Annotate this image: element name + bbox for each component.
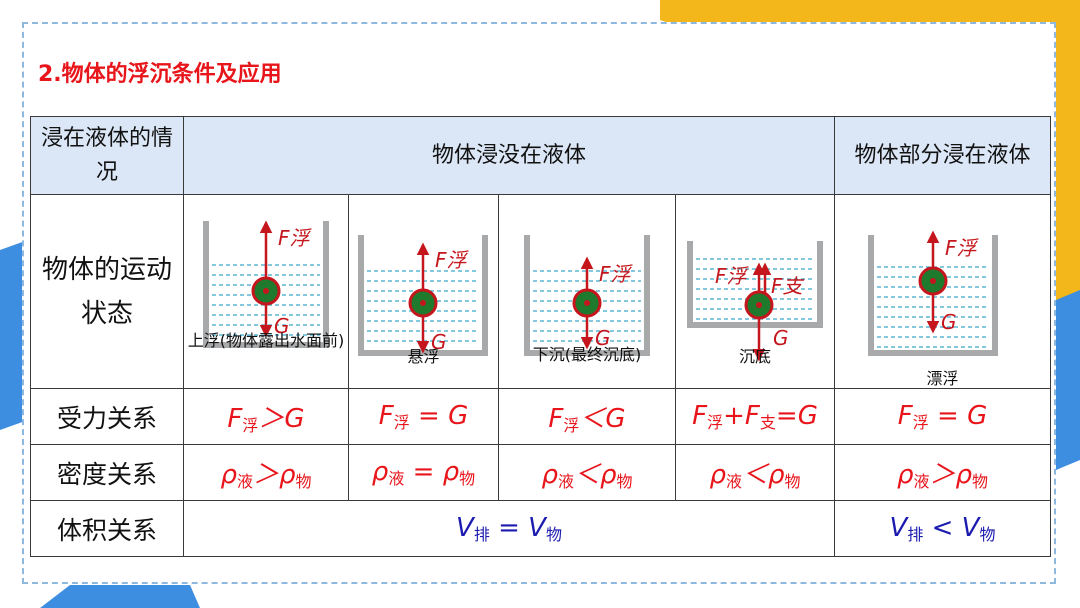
density-cell: ρ液＜ρ物 [674,444,836,501]
force-cell: F浮+F支=G [674,388,836,445]
ball-center [756,302,762,308]
beaker-outline [524,235,650,356]
table-row-force: 受力关系 F浮＞G F浮 = G F浮＜G F浮+F支=G F浮 = G [30,388,1052,445]
buoyant-force-label: F浮 [599,262,634,286]
ball-center [584,300,590,306]
header-partial: 物体部分浸在液体 [834,116,1052,195]
gravity-label: G [595,326,611,350]
force-cell: F浮 = G [348,388,499,445]
buoyant-force-label: F浮 [715,264,750,288]
buoyant-force-label: F浮 [278,226,313,250]
header-immersed: 物体浸没在液体 [182,116,836,195]
ball-center [263,288,269,294]
volume-partial-cell: V排 < V物 [834,500,1052,557]
table-header-row: 浸在液体的情况 物体浸没在液体 物体部分浸在液体 [30,116,1052,195]
force-cell: F浮＞G [183,388,349,445]
beaker-outline [687,241,823,328]
row-label-volume: 体积关系 [30,500,184,557]
gravity-label: G [941,310,957,334]
header-row-label: 浸在液体的情况 [30,116,184,195]
section-heading: 2.物体的浮沉条件及应用 [38,62,282,87]
gravity-label: G [431,330,447,354]
beaker-diagram: F浮 G [524,235,650,356]
ball-center [930,278,937,284]
buoyant-force-label: F浮 [945,236,980,260]
gravity-label: G [773,326,789,350]
beaker-outline [203,221,329,348]
density-cell: ρ液＜ρ物 [498,444,676,501]
blue-left-shape [0,240,28,430]
table-row-density: 密度关系 ρ液＞ρ物 ρ液 = ρ物 ρ液＜ρ物 ρ液＜ρ物 ρ液＞ρ物 [30,444,1052,501]
density-cell: ρ液＞ρ物 [834,444,1052,501]
force-cell: F浮 = G [834,388,1052,445]
support-force-label: F支 [771,274,805,298]
volume-immersed-cell: V排 = V物 [182,500,836,557]
beaker-diagram: F浮 G [203,220,329,348]
gravity-label: G [274,314,290,338]
beaker-diagram: F浮 G [358,235,488,356]
force-cell: F浮＜G [498,388,676,445]
beaker-diagram: F浮 G [868,230,999,356]
blue-right-shape [1056,290,1080,470]
buoyant-force-label: F浮 [435,248,470,272]
ball-center [420,300,426,306]
row-label-force: 受力关系 [30,388,184,445]
row-label-motion: 物体的运动状态 [30,194,184,389]
beaker-outline [868,235,999,356]
blue-bottom-shape [40,585,200,608]
table-row-volume: 体积关系 V排 = V物 V排 < V物 [30,500,1052,557]
density-cell: ρ液＞ρ物 [183,444,349,501]
beaker-diagram: F浮 G F支 [687,241,823,362]
density-cell: ρ液 = ρ物 [348,444,499,501]
row-label-density: 密度关系 [30,444,184,501]
